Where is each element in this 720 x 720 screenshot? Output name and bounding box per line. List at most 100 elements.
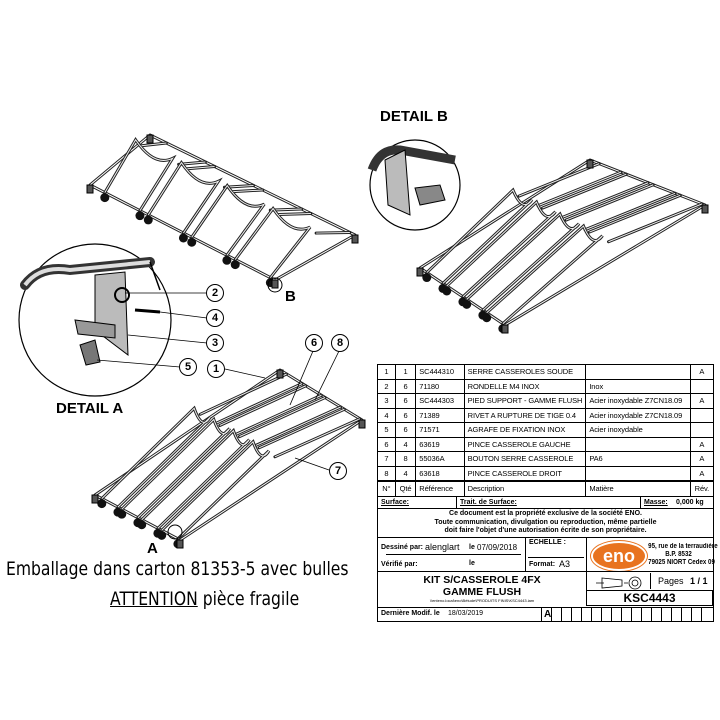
bom-cell: Acier inoxydable Z7CN18.09 — [585, 393, 691, 409]
view-b-marker — [267, 277, 283, 293]
revision-cell — [591, 608, 592, 622]
revision-cell — [701, 608, 702, 622]
fragile-note: ATTENTION pièce fragile — [110, 588, 299, 610]
checked-date-label: le — [469, 560, 475, 567]
bom-cell: 6 — [394, 378, 417, 394]
bom-cell: BOUTON SERRE CASSEROLE — [463, 451, 587, 467]
packaging-note: Emballage dans carton 81353-5 avec bulle… — [6, 558, 349, 580]
revision-cell — [681, 608, 682, 622]
rack-bottom-holder-highlight — [141, 397, 341, 529]
divider — [528, 557, 584, 558]
scale-label: ECHELLE : — [529, 539, 566, 546]
drawn-date: 07/09/2018 — [477, 543, 518, 552]
rack-top-right-holder-highlight — [486, 194, 703, 324]
rack-bottom-holder-highlight — [101, 373, 303, 508]
divider — [586, 537, 587, 591]
detail-b-label: DETAIL B — [380, 108, 448, 125]
notice-line-1: Ce document est la propriété exclusive d… — [449, 510, 642, 517]
revision-cell — [631, 608, 632, 622]
trait-label: Trait. de Surface: — [460, 499, 517, 506]
bom-cell: 6 — [394, 422, 417, 438]
rack-top-left-foot — [271, 279, 279, 289]
divider — [378, 508, 713, 509]
revision-cell — [601, 608, 602, 622]
file-path: \\enteno.local\eno\Bétude\PRODUITS FINIS… — [429, 598, 535, 603]
drawing-title: KIT S/CASSEROLE 4FX GAMME FLUSH — [378, 574, 586, 598]
revision-cell — [611, 608, 612, 622]
rack-bottom-foot — [176, 539, 184, 549]
detail-a-label: DETAIL A — [56, 400, 124, 417]
bom-cell: 1 — [377, 364, 396, 380]
bom-cell: 2 — [377, 378, 396, 394]
bom-cell: A — [689, 436, 715, 452]
bom-cell: AGRAFE DE FIXATION INOX — [463, 422, 587, 438]
rack-top-right-foot — [416, 267, 424, 277]
bom-cell: 63619 — [415, 436, 465, 452]
rack-top-left-knob — [143, 215, 153, 225]
bom-cell — [689, 378, 715, 394]
eno-logo: eno — [591, 541, 647, 571]
rack-top-right-foot — [501, 324, 509, 334]
divider — [650, 573, 651, 589]
rack-bottom-knob — [97, 499, 107, 509]
leader-line — [127, 334, 208, 344]
bom-cell: 3 — [377, 393, 396, 409]
divider — [586, 571, 713, 572]
pages-value: 1 / 1 — [690, 576, 708, 586]
bom-cell: PIED SUPPORT - GAMME FLUSH — [463, 393, 587, 409]
bom-cell — [585, 364, 691, 380]
format-value: A3 — [559, 559, 571, 569]
drawn-by-label: Dessiné par: — [381, 544, 424, 551]
bom-cell: Description — [463, 480, 587, 497]
bom-cell: 71180 — [415, 378, 465, 394]
pages-label: Pages — [658, 576, 684, 586]
revision-cell — [671, 608, 672, 622]
detail-b-circle — [369, 139, 461, 231]
rack-top-left-knob — [222, 255, 232, 265]
detail-a-support-foot — [94, 271, 129, 357]
bom-cell: Rév. — [689, 480, 715, 497]
rack-top-left-foot — [146, 134, 154, 144]
checked-by-label: Vérifié par: — [381, 561, 418, 568]
rack-top-right-knob — [422, 273, 432, 283]
leader-line — [224, 368, 266, 379]
divider — [456, 497, 457, 508]
detail-b-clip — [414, 184, 446, 206]
bom-cell: RONDELLE M4 INOX — [463, 378, 587, 394]
divider — [378, 571, 586, 572]
rack-top-right-foot — [586, 159, 594, 169]
drawn-by: alenglart — [425, 542, 460, 552]
rack-top-right-holder — [485, 193, 704, 326]
balloon-5: 5 — [179, 358, 197, 376]
balloon-4: 4 — [206, 309, 224, 327]
bom-cell — [689, 422, 715, 438]
detail-a-frame-highlight — [23, 260, 151, 287]
rack-top-right-holder-highlight — [466, 184, 676, 311]
bom-cell: A — [689, 364, 715, 380]
rack-top-left-knob — [230, 260, 240, 270]
detail-a-fastener — [79, 339, 101, 366]
revision-cells — [541, 608, 713, 622]
attention-word: ATTENTION — [110, 588, 198, 610]
detail-a-washer — [114, 287, 130, 303]
bom-cell: PA6 — [585, 451, 691, 467]
bom-cell — [585, 465, 691, 482]
bom-cell: Référence — [415, 480, 465, 497]
balloon-6: 6 — [305, 334, 323, 352]
address-line-2: B.P. 8532 — [665, 551, 692, 558]
masse-label: Masse: — [644, 499, 668, 506]
detail-b-frame-tube — [367, 145, 456, 172]
bom-cell: 8 — [377, 465, 396, 482]
bom-cell: A — [689, 393, 715, 409]
bom-cell: 8 — [394, 451, 417, 467]
divider — [378, 607, 713, 608]
rack-top-left-knob — [135, 211, 145, 221]
rack-top-left-knob — [187, 237, 197, 247]
bom-cell: Qté — [394, 480, 417, 497]
rack-top-left-knob — [100, 193, 110, 203]
divider — [640, 497, 641, 508]
rack-bottom-foot — [91, 494, 99, 504]
date-label: le — [469, 544, 475, 551]
